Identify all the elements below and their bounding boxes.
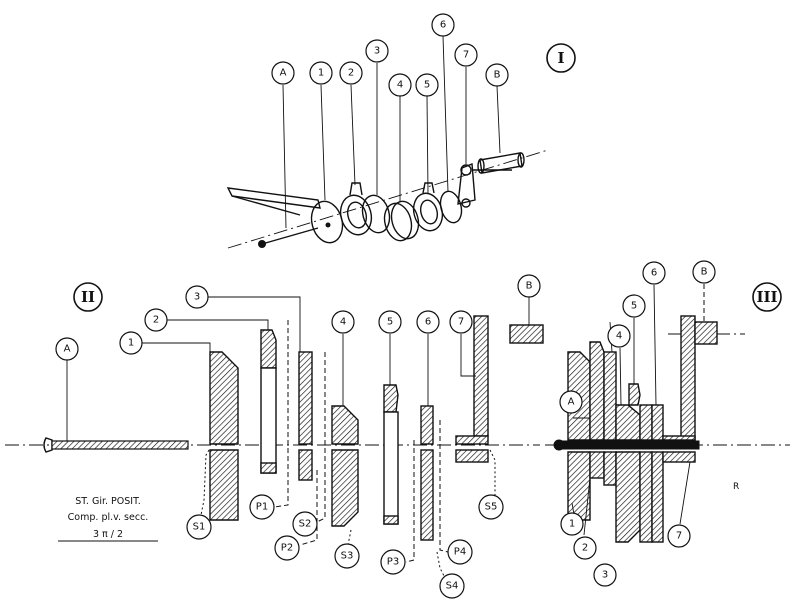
svg-text:3: 3 [194, 292, 200, 303]
svg-text:A: A [568, 397, 575, 408]
svg-text:P4: P4 [454, 547, 466, 558]
note-line-1: ST. Gir. POSIT. [75, 496, 141, 507]
label-P2: P2 [274, 535, 300, 561]
view-i-perspective [226, 35, 549, 249]
svg-text:B: B [494, 70, 501, 81]
label-4-view-iii: 4 [607, 324, 631, 348]
svg-text:1: 1 [569, 519, 575, 530]
svg-text:A: A [64, 344, 71, 355]
label-S3: S3 [334, 543, 360, 569]
label-3-view-iii: 3 [593, 563, 617, 587]
label-5-view-i: 5 [415, 73, 439, 97]
view-label-i: I [546, 43, 576, 73]
svg-text:4: 4 [397, 80, 403, 91]
label-B-view-i: B [485, 63, 509, 87]
label-5-view-ii: 5 [378, 310, 402, 334]
label-A-view-iii: A [559, 390, 583, 414]
svg-text:A: A [280, 68, 287, 79]
label-S2: S2 [292, 511, 318, 537]
label-3-view-ii: 3 [185, 285, 209, 309]
svg-text:B: B [701, 267, 708, 278]
label-1-view-i: 1 [309, 61, 333, 85]
svg-text:S2: S2 [299, 519, 312, 530]
label-S1: S1 [186, 514, 212, 540]
label-2-view-i: 2 [339, 61, 363, 85]
view-label-ii: II [73, 282, 103, 312]
svg-text:2: 2 [153, 315, 159, 326]
svg-text:7: 7 [676, 531, 682, 542]
svg-text:7: 7 [458, 317, 464, 328]
svg-text:4: 4 [616, 331, 622, 342]
note-block: ST. Gir. POSIT. Comp. pl.v. secc. 3 π / … [58, 496, 158, 542]
label-6-view-ii: 6 [416, 310, 440, 334]
label-7-view-i: 7 [454, 43, 478, 67]
svg-text:6: 6 [440, 20, 446, 31]
svg-text:P1: P1 [256, 502, 268, 513]
label-1-view-ii: 1 [119, 331, 143, 355]
label-1-view-iii: 1 [560, 512, 584, 536]
label-S4: S4 [439, 573, 465, 599]
svg-text:5: 5 [424, 80, 430, 91]
label-7-view-iii: 7 [667, 524, 691, 548]
svg-text:5: 5 [631, 301, 637, 312]
label-4-view-i: 4 [388, 73, 412, 97]
label-S5: S5 [478, 494, 504, 520]
svg-text:6: 6 [425, 317, 431, 328]
svg-text:6: 6 [651, 268, 657, 279]
svg-text:P3: P3 [387, 557, 399, 568]
view-iii-assembly [545, 284, 790, 543]
svg-text:2: 2 [348, 68, 354, 79]
svg-text:B: B [526, 281, 533, 292]
label-2-view-ii: 2 [144, 308, 168, 332]
svg-text:3: 3 [602, 570, 608, 581]
svg-text:1: 1 [318, 68, 324, 79]
view-label-iii: III [752, 282, 782, 312]
svg-text:III: III [756, 288, 777, 306]
label-3-view-i: 3 [365, 39, 389, 63]
corner-mark: R [733, 482, 739, 492]
view-ii-section [5, 296, 544, 579]
svg-text:5: 5 [387, 317, 393, 328]
svg-text:3: 3 [374, 46, 380, 57]
label-A-view-i: A [271, 61, 295, 85]
label-B-view-iii: B [692, 260, 716, 284]
svg-text:II: II [81, 288, 95, 306]
svg-text:S3: S3 [341, 551, 354, 562]
svg-text:S1: S1 [193, 522, 206, 533]
label-6-view-i: 6 [431, 13, 455, 37]
note-line-3: 3 π / 2 [93, 529, 123, 540]
svg-text:I: I [557, 49, 564, 67]
label-P3: P3 [380, 549, 406, 575]
label-A-view-ii: A [55, 337, 79, 361]
label-2-view-iii: 2 [573, 536, 597, 560]
note-line-2: Comp. pl.v. secc. [68, 512, 149, 523]
label-P4: P4 [447, 539, 473, 565]
svg-text:S5: S5 [485, 502, 498, 513]
label-6-view-iii: 6 [642, 261, 666, 285]
label-7-view-ii: 7 [449, 310, 473, 334]
label-5-view-iii: 5 [622, 294, 646, 318]
svg-text:P2: P2 [281, 543, 293, 554]
label-P1: P1 [249, 494, 275, 520]
svg-text:4: 4 [340, 317, 346, 328]
label-4-view-ii: 4 [331, 310, 355, 334]
svg-text:S4: S4 [446, 581, 459, 592]
svg-text:7: 7 [463, 50, 469, 61]
svg-text:1: 1 [128, 338, 134, 349]
label-B-view-ii: B [517, 274, 541, 298]
svg-text:2: 2 [582, 543, 588, 554]
